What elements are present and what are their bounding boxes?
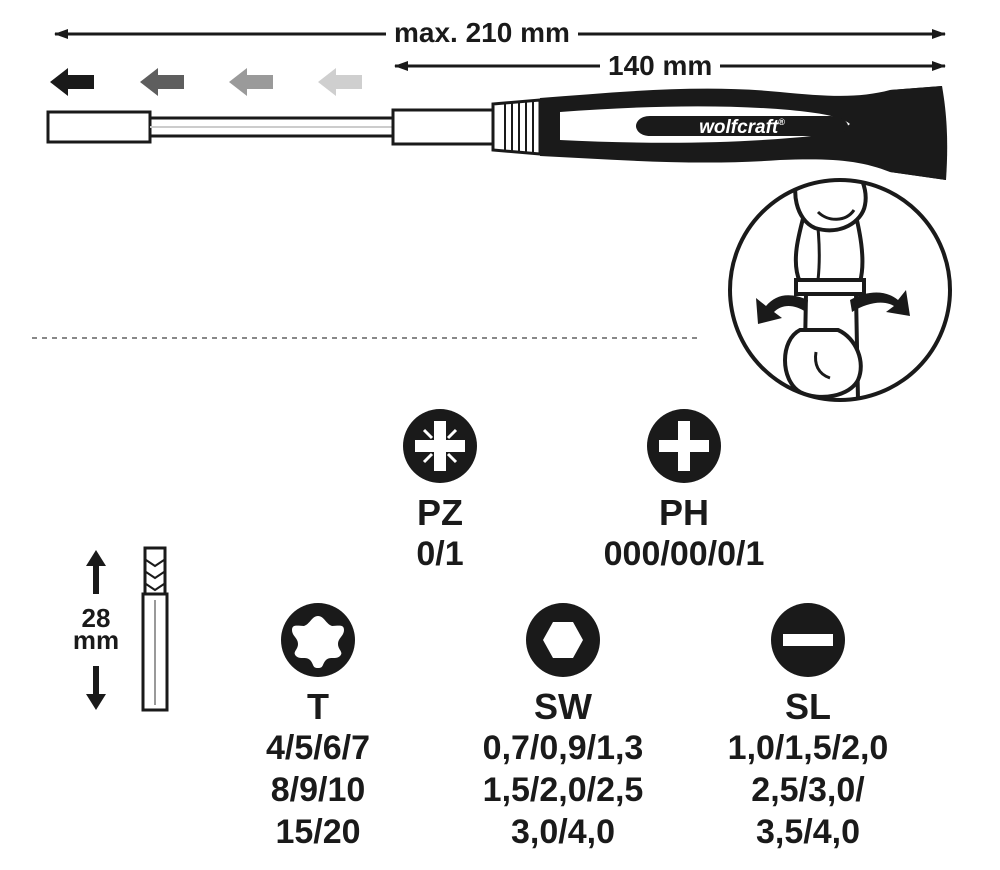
arrow-left-icon bbox=[318, 68, 362, 96]
extension-arrows bbox=[50, 68, 362, 96]
bit-sizes-sw-line2: 1,5/2,0/2,5 bbox=[482, 771, 644, 809]
bit-sizes-sl-line3: 3,5/4,0 bbox=[756, 813, 860, 851]
bit-sizes-t-line2: 8/9/10 bbox=[270, 771, 366, 809]
screwdriver-illustration: wolfcraft® bbox=[46, 86, 948, 180]
brand-logo: wolfcraft® bbox=[699, 117, 785, 138]
arrow-down-icon bbox=[86, 666, 106, 710]
rotate-left-arrow-icon bbox=[756, 295, 808, 324]
bit-sizes-pz: 0/1 bbox=[416, 535, 464, 573]
bit-length-unit: mm bbox=[72, 625, 120, 655]
bit-sizes-sl-line2: 2,5/3,0/ bbox=[751, 771, 865, 809]
bit-sizes-sw-line3: 3,0/4,0 bbox=[511, 813, 615, 851]
rotation-detail bbox=[728, 178, 952, 402]
bit-sizes-ph: 000/00/0/1 bbox=[603, 535, 765, 573]
pozidriv-icon bbox=[403, 409, 477, 483]
rotate-right-arrow-icon bbox=[850, 290, 910, 316]
total-length-label: max. 210 mm bbox=[386, 17, 578, 49]
slotted-icon bbox=[771, 603, 845, 677]
bit-sizes-t-line1: 4/5/6/7 bbox=[266, 729, 370, 767]
arrow-left-icon bbox=[229, 68, 273, 96]
bit-code-sw: SW bbox=[534, 686, 592, 727]
phillips-icon bbox=[647, 409, 721, 483]
bit-code-pz: PZ bbox=[416, 492, 464, 533]
bit-length-diagram bbox=[86, 546, 169, 712]
torx-icon bbox=[281, 603, 355, 677]
bit-code-ph: PH bbox=[658, 492, 710, 533]
bit-sizes-sl-line1: 1,0/1,5/2,0 bbox=[727, 729, 889, 767]
hex-icon bbox=[526, 603, 600, 677]
bit-code-sl: SL bbox=[784, 686, 832, 727]
bit-length-value: 28 bbox=[81, 603, 111, 633]
arrow-left-icon bbox=[50, 68, 94, 96]
bit-sizes-sw-line1: 0,7/0,9/1,3 bbox=[482, 729, 644, 767]
arrow-left-icon bbox=[140, 68, 184, 96]
bit-length-label: 28 mm bbox=[61, 603, 131, 655]
bit-sizes-t-line3: 15/20 bbox=[275, 813, 361, 851]
arrow-up-icon bbox=[86, 550, 106, 594]
handle-length-label: 140 mm bbox=[600, 50, 721, 82]
bit-code-t: T bbox=[307, 686, 329, 727]
